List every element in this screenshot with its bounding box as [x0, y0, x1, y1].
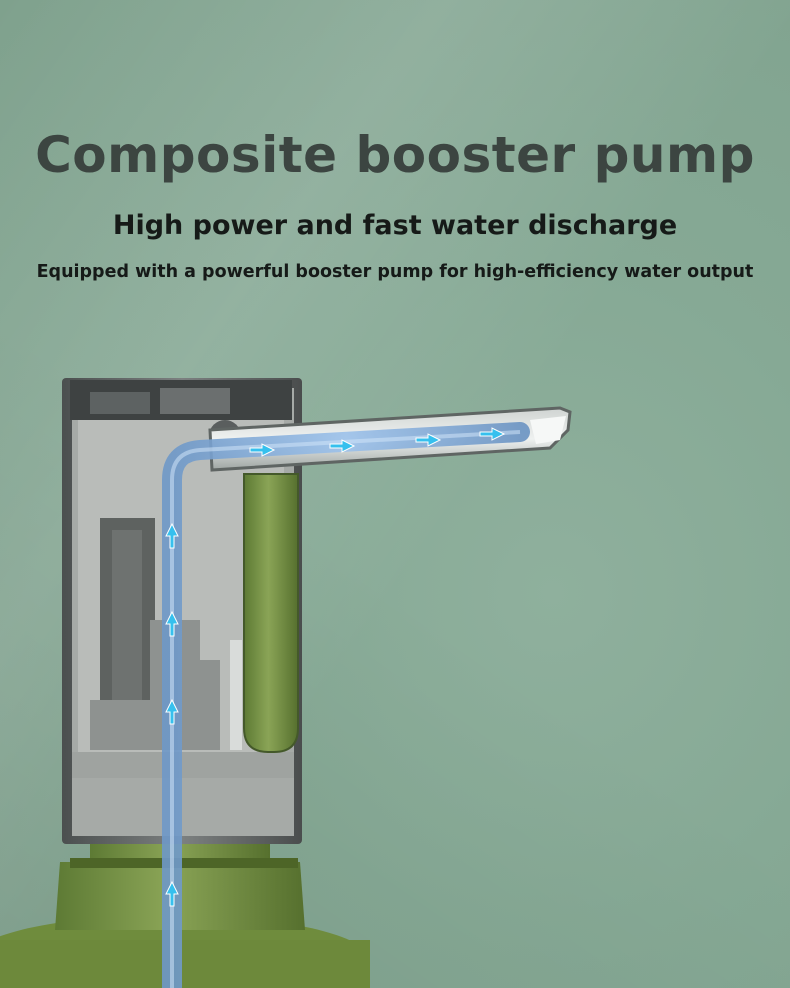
- flow-arrow-up-icon: [165, 698, 179, 725]
- flow-arrow-right-icon: [249, 443, 276, 457]
- flow-arrow-right-icon: [415, 433, 442, 447]
- reservoir: [243, 473, 299, 753]
- flow-arrow-group: [165, 427, 506, 907]
- pump-cutaway-image: [0, 378, 572, 988]
- flow-arrow-up-icon: [165, 610, 179, 637]
- flow-arrow-right-icon: [479, 427, 506, 441]
- flow-arrow-right-icon: [329, 439, 356, 453]
- page-title: Composite booster pump: [35, 126, 755, 184]
- bottle-neck: [0, 915, 370, 988]
- flow-arrow-up-icon: [165, 880, 179, 907]
- page-subtitle: High power and fast water discharge: [112, 210, 678, 241]
- feature-description: Equipped with a powerful booster pump fo…: [36, 262, 754, 282]
- flow-arrow-up-icon: [165, 522, 179, 549]
